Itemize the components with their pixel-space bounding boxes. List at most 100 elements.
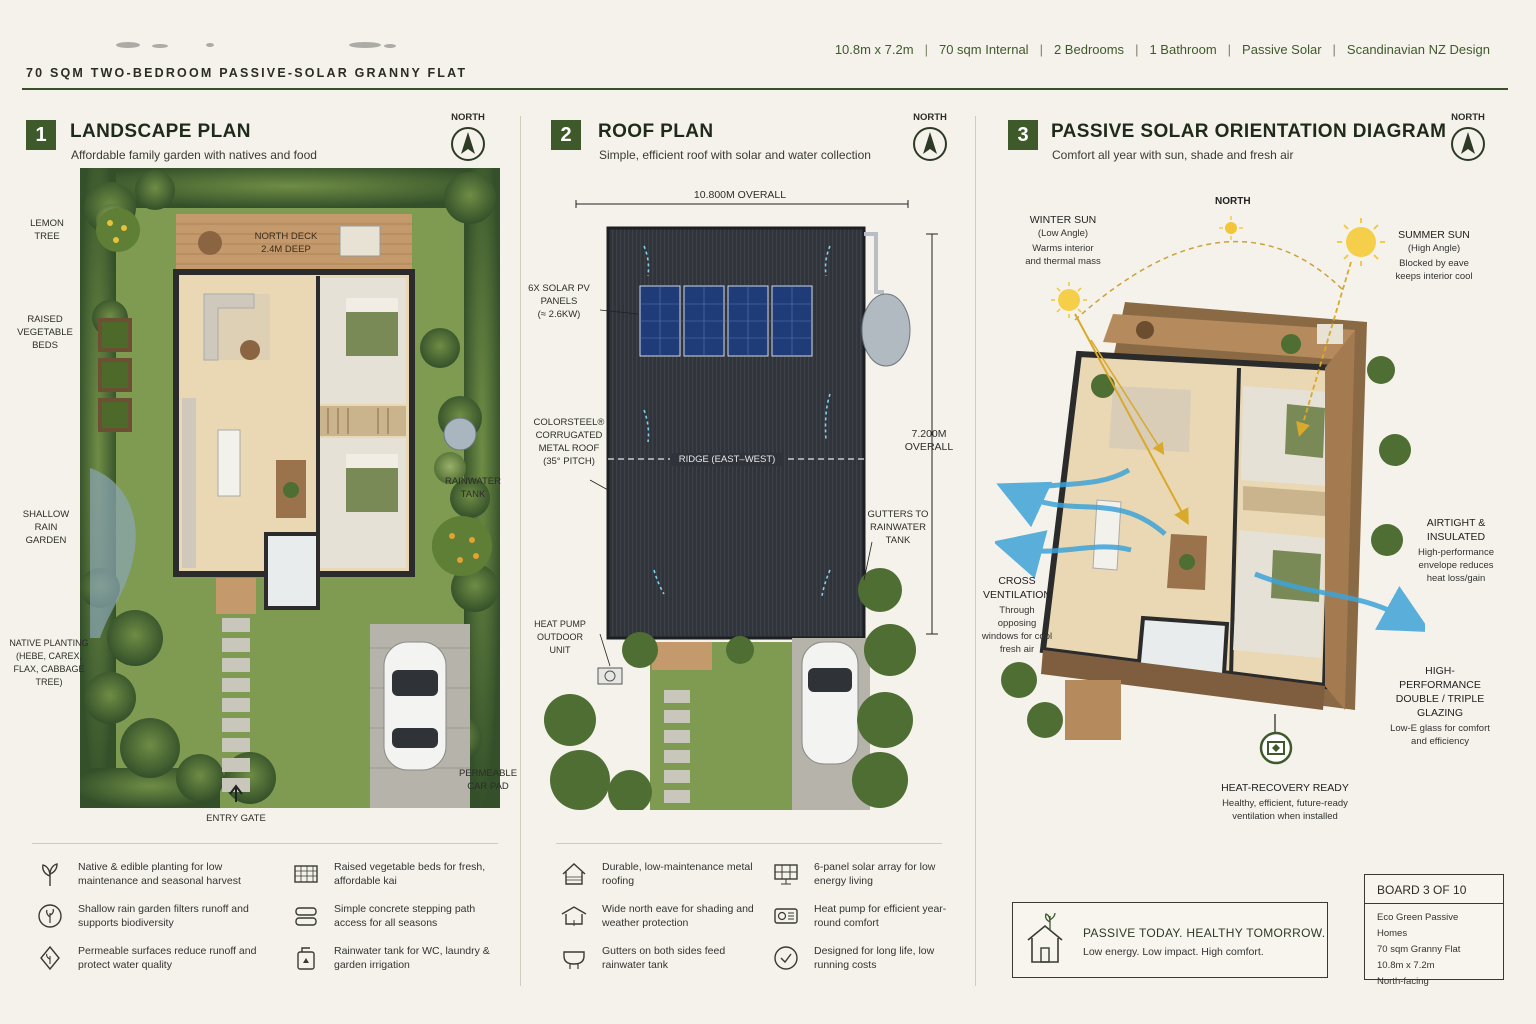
board-line: 10.8m x 7.2m [1377,960,1435,971]
summer-sun-icon [1337,218,1385,266]
label-gutters: GUTTERS TO RAINWATER TANK [867,509,929,546]
spec-item: 2 Bedrooms [1053,42,1125,57]
plant-icon [42,863,58,886]
feature-item: Designed for long life, low running cost… [772,944,952,972]
summer-sun-angle: (High Angle) [1407,243,1461,254]
feature-text: Gutters on both sides feed rainwater tan… [602,945,726,971]
label-rain-garden: SHALLOW RAIN GARDEN [22,509,70,546]
roof-icon [562,863,586,885]
water-drop-icon [40,945,60,971]
spec-item: 10.8m x 7.2m [834,42,914,57]
section-subtitle: Simple, efficient roof with solar and wa… [599,148,871,162]
cross-vent-desc: Through opposing windows for cool fresh … [981,605,1053,655]
label-lemon-tree: LEMON TREE [30,218,64,242]
section-subtitle: Affordable family garden with natives an… [71,148,317,162]
winter-sun-angle: (Low Angle) [1037,228,1089,239]
winter-sun-desc: Warms interior and thermal mass [1025,243,1101,267]
label-entry-gate: ENTRY GATE [206,813,266,824]
feature-item: Native & edible planting for low mainten… [36,860,266,888]
north-label: NORTH [451,112,485,123]
feature-text: Permeable surfaces reduce runoff and pro… [78,945,257,971]
callout-summer-sun: SUMMER SUN (High Angle) Blocked by eave … [1390,228,1478,283]
label-solar-panels: 6x SOLAR PV PANELS (≈ 2.6kW) [528,283,590,320]
summer-sun-ray [1296,261,1352,437]
section-subtitle: Comfort all year with sun, shade and fre… [1052,148,1294,162]
feature-text: Rainwater tank for WC, laundry & garden … [334,945,490,971]
check-circle-icon [774,946,798,970]
tagline-subtitle: Low energy. Low impact. High comfort. [1083,946,1264,958]
feature-text: 6-panel solar array for low energy livin… [814,861,936,887]
spec-item: 1 Bathroom [1149,42,1217,57]
heat-pump-icon [774,908,798,924]
eco-house-icon [1027,912,1063,963]
solar-panels [639,285,813,357]
feature-item: Raised vegetable beds for fresh, afforda… [292,860,492,888]
feature-item: Wide north eave for shading and weather … [560,902,760,930]
feature-item: Heat pump for efficient year-round comfo… [772,902,952,930]
label-overall-width: 10.800m OVERALL [693,189,787,201]
feature-text: Shallow rain garden filters runoff and s… [78,903,249,929]
midday-sun-icon [1219,216,1243,240]
tagline-box [1012,902,1328,978]
label-car-pad: PERMEABLE CAR PAD [458,768,518,792]
north-label: NORTH [1451,112,1485,123]
label-rainwater-tank: RAINWATER TANK [445,476,501,500]
section-number: 3 [1008,120,1038,150]
feature-text: Heat pump for efficient year-round comfo… [814,903,947,929]
feature-text: Simple concrete stepping path access for… [334,903,476,929]
eave-icon [561,906,587,926]
section-title: PASSIVE SOLAR ORIENTATION DIAGRAM [1051,121,1447,142]
summer-sun-title: SUMMER SUN [1398,229,1470,241]
feature-item: Durable, low-maintenance metal roofing [560,860,760,888]
label-raised-beds: RAISED VEGETABLE BEDS [17,314,73,351]
section-number: 1 [26,120,56,150]
rain-garden [90,468,136,638]
feature-item: Shallow rain garden filters runoff and s… [36,902,266,930]
glazing-title: HIGH-PERFORMANCE DOUBLE / TRIPLE GLAZING [1395,665,1485,719]
gutter-icon [563,951,585,969]
callout-airtight: AIRTIGHT & INSULATED High-performance en… [1414,516,1498,585]
airtight-desc: High-performance envelope reduces heat l… [1417,547,1495,584]
car [383,641,447,771]
bathroom [264,532,320,610]
rainwater-tank [443,417,477,451]
board-number: BOARD 3 OF 10 [1365,875,1503,904]
board-info-box: BOARD 3 OF 10 Eco Green Passive Homes 70… [1364,874,1504,987]
section-title: ROOF PLAN [598,121,714,142]
section-title: LANDSCAPE PLAN [70,121,251,142]
raised-vegetable-beds [98,318,132,432]
stepping-path [222,618,250,792]
spec-item: Passive Solar [1242,42,1322,57]
roof-plan-drawing [544,200,938,810]
feature-text: Durable, low-maintenance metal roofing [602,861,753,887]
passive-solar-drawing [995,216,1425,740]
cross-vent-title: CROSS VENTILATION [982,575,1052,601]
feature-item: Simple concrete stepping path access for… [292,902,492,930]
heat-recovery-icon [1259,731,1293,765]
feature-text: Wide north eave for shading and weather … [602,903,754,929]
brand-mark [116,42,396,48]
feature-item: Gutters on both sides feed rainwater tan… [560,944,760,972]
feature-rule [32,843,498,844]
rainwater-tank [861,293,911,367]
callout-winter-sun: WINTER SUN (Low Angle) Warms interior an… [1020,213,1106,268]
label-heat-pump: HEAT PUMP OUTDOOR UNIT [534,619,586,655]
label-ridge: RIDGE (EAST–WEST) [670,453,784,466]
feature-item: 6-panel solar array for low energy livin… [772,860,952,888]
column-divider [975,116,976,986]
board-line: North-facing [1377,976,1429,987]
page-title: 70 SQM TWO-BEDROOM PASSIVE-SOLAR GRANNY … [26,66,468,80]
heat-recovery-title: HEAT-RECOVERY READY [1221,782,1349,794]
lemon-tree [96,208,140,252]
label-roofing: COLORSTEEL® CORRUGATED METAL ROOF (35° P… [533,417,605,467]
winter-sun-ray [1074,313,1189,526]
solar-panel-icon [774,864,798,885]
heat-recovery-desc: Healthy, efficient, future-ready ventila… [1222,798,1348,822]
winter-sun-title: WINTER SUN [1029,214,1097,226]
stepping-stone-icon [295,907,317,926]
north-arrow-icon [451,127,485,161]
header-rule [22,88,1508,90]
spec-item: 70 sqm Internal [938,42,1029,57]
feature-text: Raised vegetable beds for fresh, afforda… [334,861,486,887]
north-arrow: NORTH [910,112,950,167]
